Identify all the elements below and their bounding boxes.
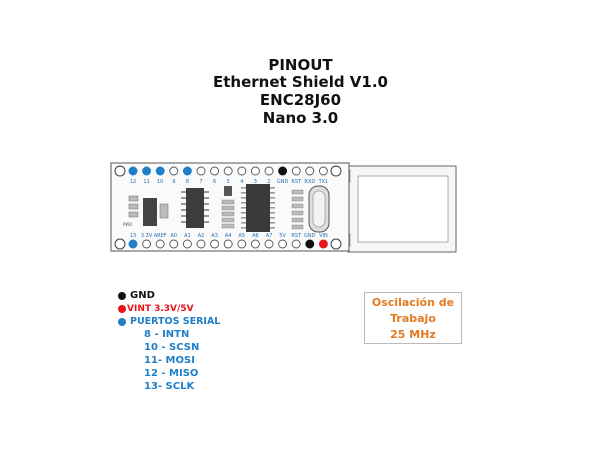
serial-item: 8 - INTN <box>144 329 190 340</box>
top-pin <box>278 166 288 176</box>
bottom-pin-label: A0 <box>170 233 177 239</box>
legend-gnd-label: GND <box>130 290 155 301</box>
legend-serial: PUERTOS SERIAL <box>118 315 220 328</box>
top-pin <box>169 166 179 176</box>
top-pin <box>142 166 152 176</box>
logic-ic <box>186 188 204 228</box>
top-pin <box>318 166 328 176</box>
top-pin-label: TX1 <box>318 179 329 185</box>
mount-hole <box>114 238 126 250</box>
top-pin-label: 9 <box>172 179 175 185</box>
bottom-pin-label: VIN <box>319 233 328 239</box>
top-pin-label: 4 <box>240 179 243 185</box>
bottom-pin-label: 5V <box>279 233 286 239</box>
bottom-pin <box>169 239 179 249</box>
legend-vint: VINT 3.3V/5V <box>118 302 220 315</box>
bottom-pin-label: 3.3V <box>141 233 153 239</box>
bottom-pin-label: A2 <box>198 233 205 239</box>
bottom-pin <box>305 239 315 249</box>
bottom-pin <box>196 239 206 249</box>
top-pin-label: GND <box>277 179 289 185</box>
serial-item: 13- SCLK <box>144 381 195 392</box>
mount-hole <box>330 238 342 250</box>
bottom-pin <box>210 239 220 249</box>
top-pin <box>196 166 206 176</box>
bottom-pin-label: RST <box>291 233 302 239</box>
blue-dot-icon <box>118 317 126 326</box>
top-pin-label: 7 <box>199 179 202 185</box>
top-pin-label: 3 <box>254 179 257 185</box>
top-pin <box>237 166 247 176</box>
top-pin <box>128 166 138 176</box>
top-pin-label: RST <box>291 179 302 185</box>
oscillation-box: Oscilación de Trabajo 25 MHz <box>364 292 462 344</box>
title-line-1: PINOUT <box>268 56 333 74</box>
top-pin-label: 6 <box>213 179 216 185</box>
bottom-pin <box>318 239 328 249</box>
black-dot-icon <box>118 291 126 300</box>
bottom-pin-label: AREF <box>154 233 167 239</box>
bottom-pin <box>182 239 192 249</box>
top-pin-label: 8 <box>186 179 189 185</box>
legend-vint-label: VINT 3.3V/5V <box>127 303 194 314</box>
legend: GND VINT 3.3V/5V PUERTOS SERIAL 8 - INTN… <box>118 289 220 393</box>
serial-item: 10 - SCSN <box>144 342 200 353</box>
regulator-ic <box>143 198 157 226</box>
bottom-pin-label: A5 <box>238 233 245 239</box>
top-pin <box>182 166 192 176</box>
title-line-2: Ethernet Shield V1.0 <box>213 73 388 91</box>
bottom-pin <box>278 239 288 249</box>
oscillation-line-3: 25 MHz <box>390 328 436 341</box>
title-line-4: Nano 3.0 <box>262 109 339 127</box>
oscillation-line-1: Oscilación de <box>371 296 455 309</box>
bottom-pin <box>250 239 260 249</box>
bottom-pin-label: GND <box>304 233 316 239</box>
top-pin <box>155 166 165 176</box>
top-pin-label: 5 <box>227 179 230 185</box>
bottom-pin-label: 13 <box>130 233 136 239</box>
top-pin-label: RXD <box>304 179 315 185</box>
pwr-label: PWR <box>123 222 132 227</box>
top-pin <box>223 166 233 176</box>
mount-hole <box>114 165 126 177</box>
bottom-pin-label: A3 <box>211 233 218 239</box>
oscillation-line-2: Trabajo <box>390 312 436 325</box>
bottom-pin-label: A1 <box>184 233 191 239</box>
top-pin-label: 12 <box>130 179 136 185</box>
red-dot-icon <box>118 304 126 313</box>
mount-hole <box>330 165 342 177</box>
bottom-pin <box>142 239 152 249</box>
top-pin <box>291 166 301 176</box>
top-pin-label: 2 <box>267 179 270 185</box>
bottom-pin <box>237 239 247 249</box>
top-pin <box>305 166 315 176</box>
title-line-3: ENC28J60 <box>259 91 342 109</box>
bottom-pin-label: A4 <box>225 233 232 239</box>
bottom-pin <box>264 239 274 249</box>
bottom-pin-label: A7 <box>266 233 273 239</box>
legend-gnd: GND <box>118 289 220 302</box>
top-pin <box>250 166 260 176</box>
serial-item: 12 - MISO <box>144 368 199 379</box>
top-pin-label: 10 <box>157 179 163 185</box>
bottom-pin <box>128 239 138 249</box>
enc28j60-chip <box>246 184 270 232</box>
legend-serial-label: PUERTOS SERIAL <box>130 316 221 327</box>
top-pin <box>264 166 274 176</box>
serial-item: 11- MOSI <box>144 355 195 366</box>
bottom-pin <box>291 239 301 249</box>
bottom-pin <box>155 239 165 249</box>
top-pin-label: 11 <box>143 179 149 185</box>
top-pin <box>210 166 220 176</box>
bottom-pin <box>223 239 233 249</box>
bottom-pin-label: A6 <box>252 233 259 239</box>
